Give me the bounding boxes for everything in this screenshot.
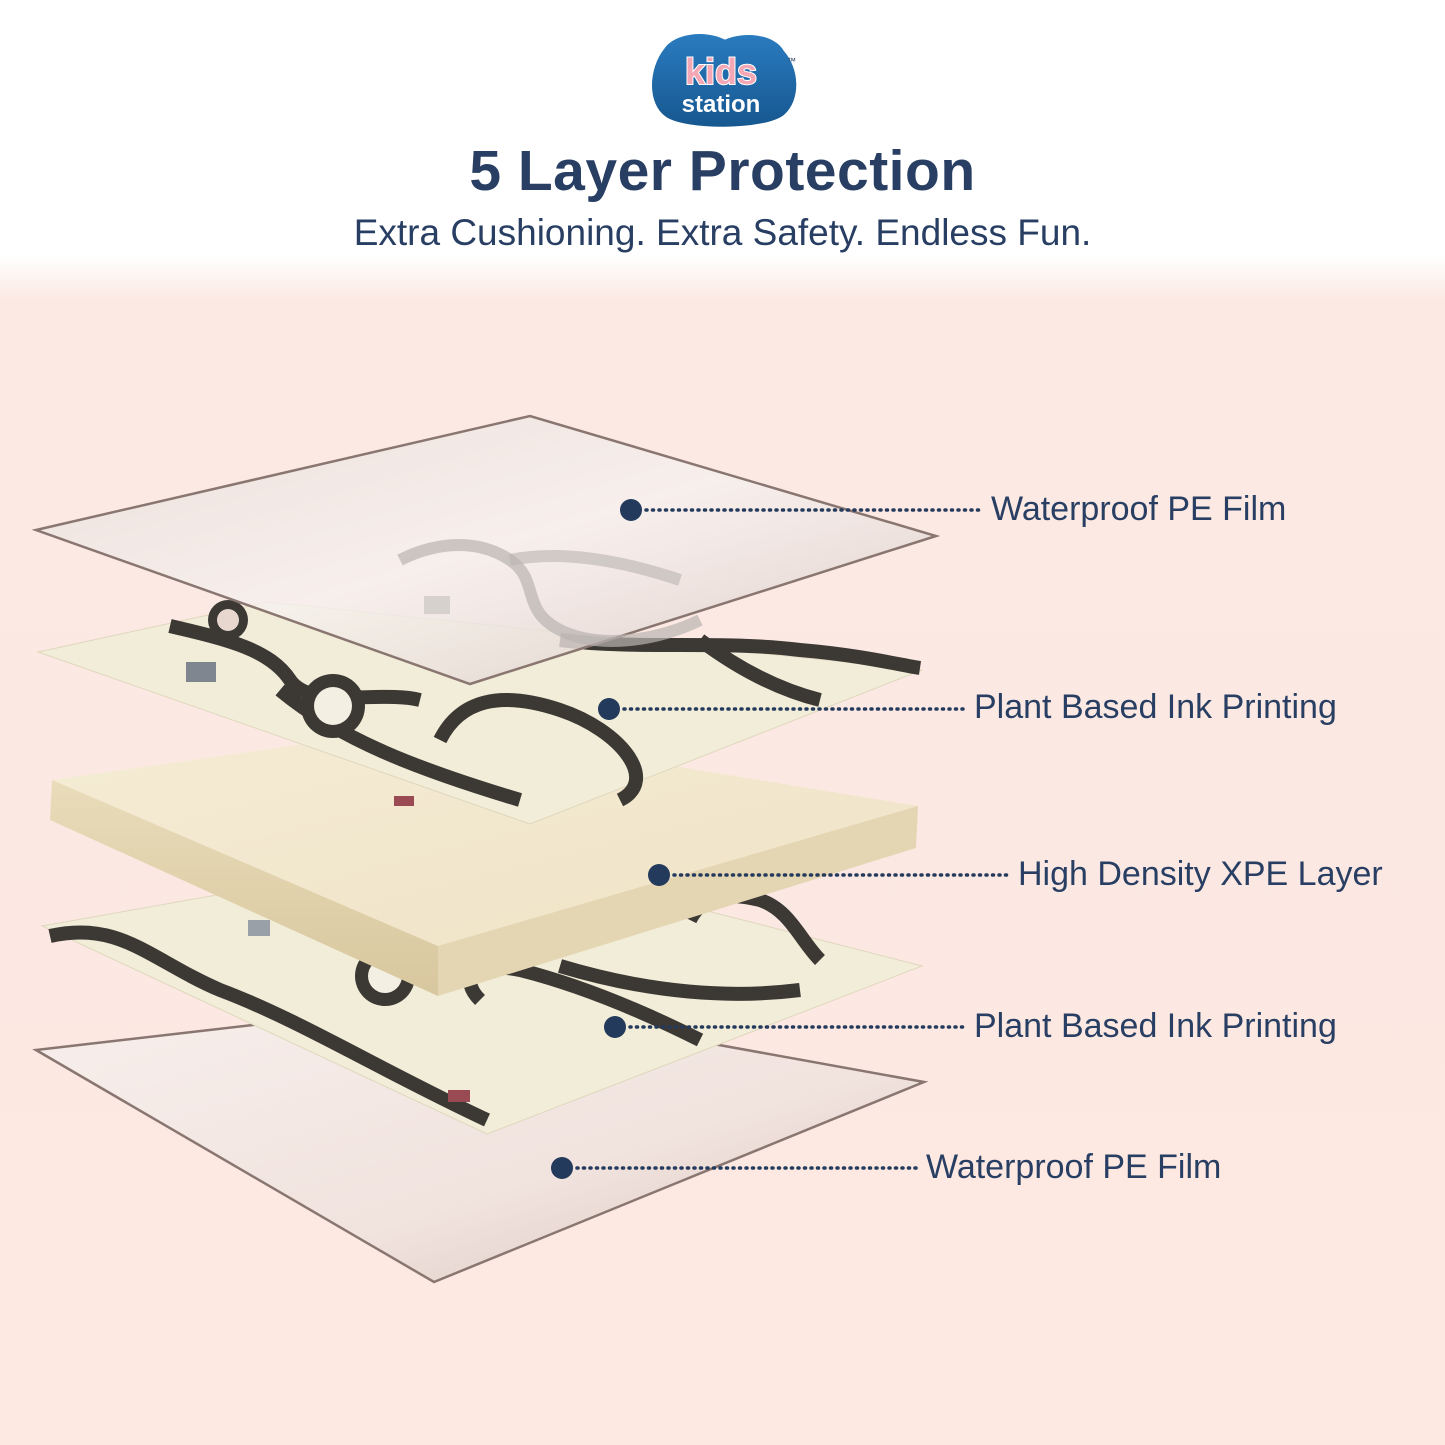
callout-4	[604, 1016, 968, 1038]
page-subtitle: Extra Cushioning. Extra Safety. Endless …	[353, 212, 1092, 253]
callout-dot-2	[598, 698, 620, 720]
callout-dot-4	[604, 1016, 626, 1038]
header: kids station ™ 5 Layer Protection Extra …	[0, 0, 1445, 270]
logo-kids-text: kids	[685, 51, 757, 92]
label-waterproof-pe-film-bottom: Waterproof PE Film	[926, 1148, 1222, 1186]
kids-station-logo: kids station ™	[649, 31, 800, 130]
logo-station-text: station	[682, 91, 761, 118]
label-plant-based-ink-upper: Plant Based Ink Printing	[974, 688, 1337, 726]
label-waterproof-pe-film-top: Waterproof PE Film	[991, 490, 1287, 528]
callout-dot-3	[648, 864, 670, 886]
car-lower	[448, 1090, 470, 1102]
logo-trademark: ™	[787, 56, 796, 66]
callout-2	[598, 698, 968, 720]
label-high-density-xpe: High Density XPE Layer	[1018, 855, 1383, 893]
layer-top-film	[31, 414, 941, 686]
fox-face-upper	[217, 609, 239, 631]
sign-upper	[186, 662, 216, 682]
callout-1	[620, 499, 986, 521]
sign-faint	[424, 596, 450, 614]
callout-5	[551, 1157, 920, 1179]
label-plant-based-ink-lower: Plant Based Ink Printing	[974, 1007, 1337, 1045]
layer-foam	[50, 726, 918, 996]
sign-lower	[248, 920, 270, 936]
callout-3	[648, 864, 1012, 886]
callout-dot-1	[620, 499, 642, 521]
callout-dot-5	[551, 1157, 573, 1179]
panda-face-upper	[314, 687, 352, 725]
page-title: 5 Layer Protection	[469, 139, 976, 203]
car-upper	[394, 796, 414, 806]
